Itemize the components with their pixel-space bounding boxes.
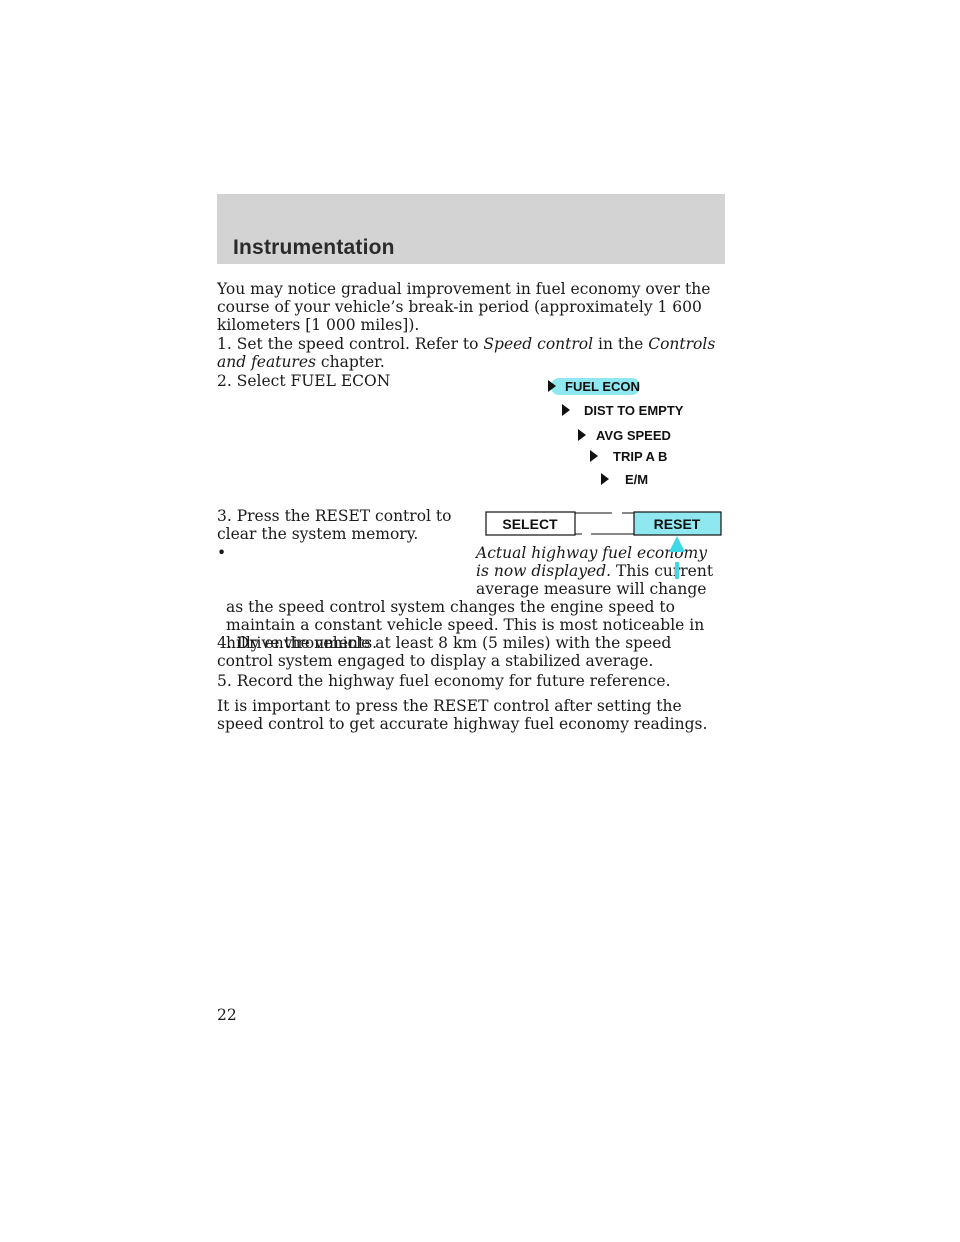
menu-item-em: E/M xyxy=(625,472,648,487)
section-header: Instrumentation xyxy=(217,194,725,264)
menu-item-avg-speed: AVG SPEED xyxy=(596,428,671,443)
menu-item-arrow-icon xyxy=(590,450,598,462)
step1-text-c: in the xyxy=(598,335,644,353)
menu-item-arrow-icon xyxy=(601,473,609,485)
section-title: Instrumentation xyxy=(233,236,395,259)
menu-item-arrow-icon xyxy=(578,429,586,441)
paragraph-step-1: 1. Set the speed control. Refer to Speed… xyxy=(217,335,722,371)
bullet-content: Actual highway fuel economy is now displ… xyxy=(226,544,713,652)
paragraph-reset-note: It is important to press the RESET contr… xyxy=(217,697,708,733)
menu-item-trip-ab: TRIP A B xyxy=(613,449,667,464)
message-center-menu: FUEL ECON DIST TO EMPTY AVG SPEED TRIP A… xyxy=(548,378,684,487)
bullet-symbol: • xyxy=(217,544,227,562)
paragraph-step-3: 3. Press the RESET control to clear the … xyxy=(217,507,452,543)
step1-link-speed-control: Speed control xyxy=(483,335,594,353)
select-button[interactable] xyxy=(485,511,576,536)
paragraph-break-in: You may notice gradual improvement in fu… xyxy=(217,280,711,334)
reset-button[interactable] xyxy=(633,511,722,536)
paragraph-step-2: 2. Select FUEL ECON xyxy=(217,372,391,390)
paragraph-step-5: 5. Record the highway fuel economy for f… xyxy=(217,672,671,690)
paragraph-step-4: 4. Drive the vehicle at least 8 km (5 mi… xyxy=(217,634,672,670)
step1-text-a: 1. Set the speed control. Refer to xyxy=(217,335,479,353)
step1-link-controls-features: Controls and features xyxy=(217,335,716,371)
bullet-plain-text: This current average measure will change… xyxy=(226,562,714,652)
page-number: 22 xyxy=(217,1006,237,1024)
bullet-italic-text: Actual highway fuel economy is now displ… xyxy=(476,544,707,580)
step1-text-e: chapter. xyxy=(320,353,385,371)
menu-item-dist-to-empty: DIST TO EMPTY xyxy=(584,403,684,418)
menu-item-arrow-icon xyxy=(562,404,570,416)
